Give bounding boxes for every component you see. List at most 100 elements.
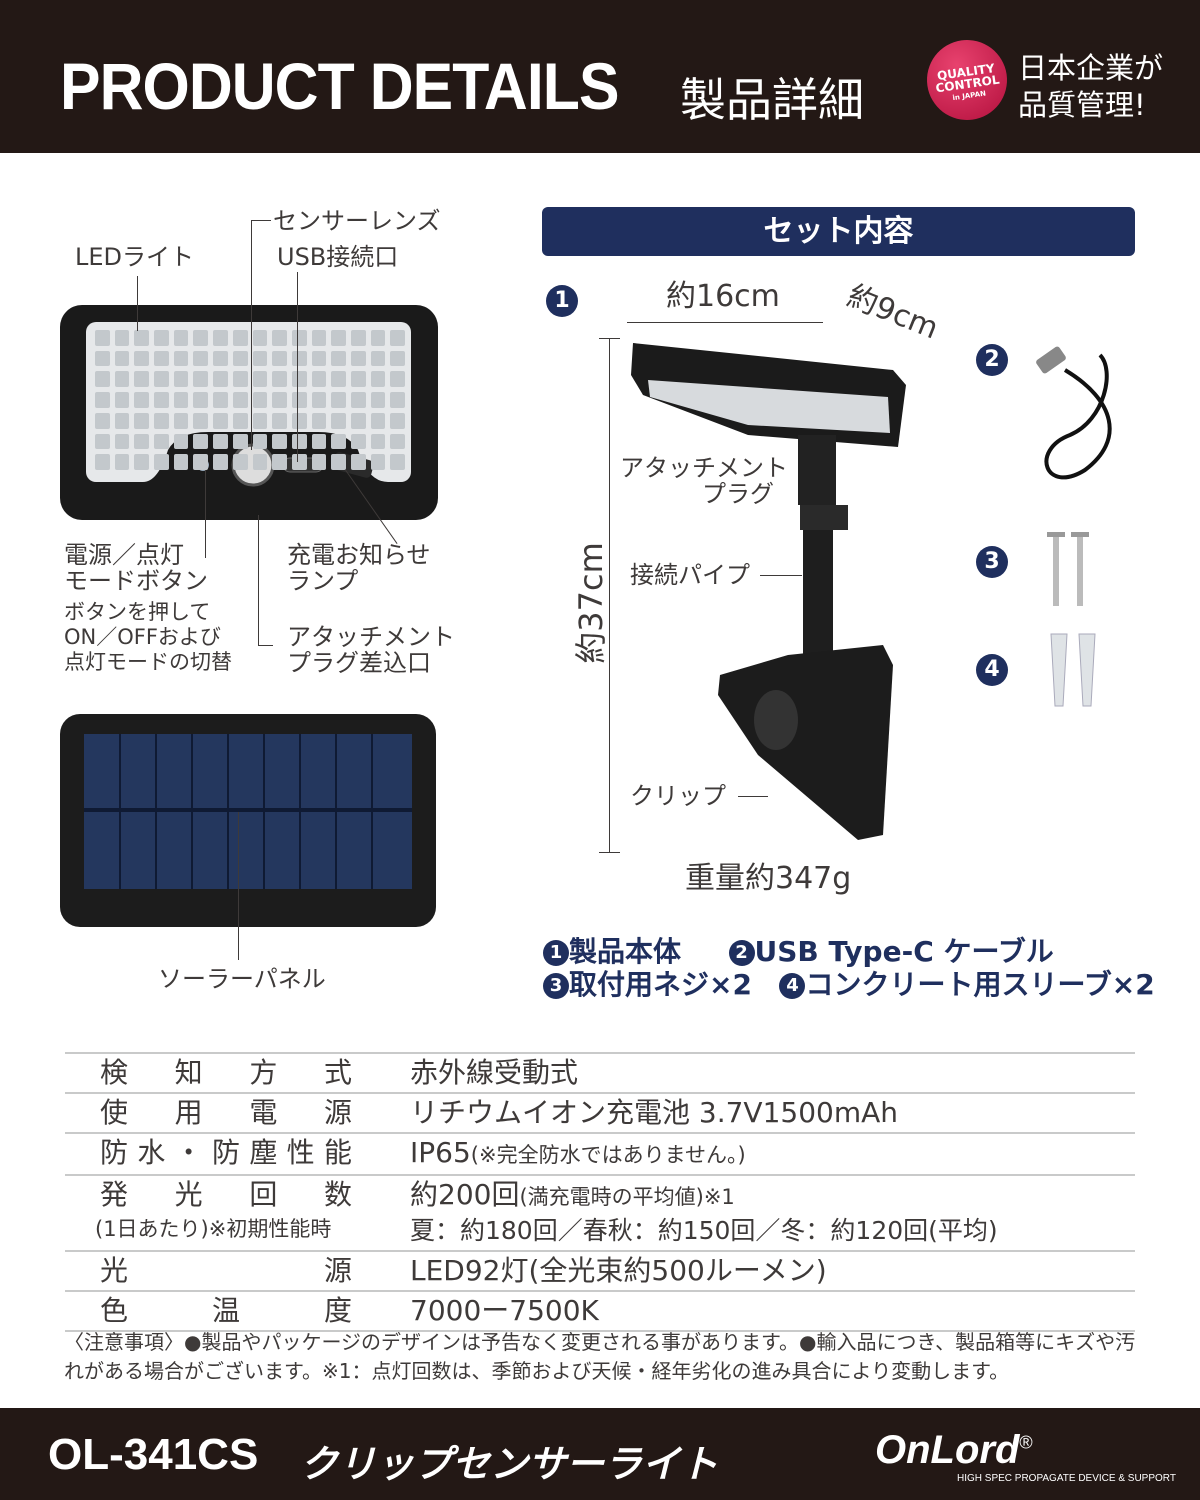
spec-key-char: 度 — [323, 1294, 352, 1327]
leader-line — [137, 276, 138, 331]
leader-line — [205, 470, 206, 558]
led-dot — [193, 433, 209, 450]
led-dot — [350, 412, 366, 429]
spec-key-char: 性 — [286, 1136, 315, 1169]
label-line: 電源／点灯 — [64, 541, 184, 569]
spec-key-char: 源 — [323, 1254, 352, 1287]
spec-key-text: 光源 — [100, 1254, 352, 1288]
number-badge-2: 2 — [976, 344, 1008, 376]
brand-tagline: HIGH SPEC PROPAGATE DEVICE & SUPPORT — [957, 1473, 1176, 1484]
led-dot — [331, 433, 346, 450]
dimension-line — [627, 322, 823, 323]
brand-logo: OnLord® — [875, 1428, 1033, 1473]
led-dot — [232, 392, 248, 408]
led-dot — [213, 392, 228, 408]
spec-key-char: 源 — [323, 1096, 352, 1129]
led-dot — [311, 350, 327, 367]
led-dot — [390, 454, 405, 470]
spec-row: 光源 LED92灯(全光束約500ルーメン) — [65, 1251, 1135, 1292]
led-dot — [252, 454, 268, 470]
led-dot — [331, 371, 346, 388]
led-dot — [232, 350, 248, 367]
led-dot — [350, 454, 366, 470]
led-dot — [114, 412, 130, 429]
label-attachment-port: アタッチメントプラグ差込口 — [287, 624, 455, 676]
led-dot — [370, 433, 386, 450]
led-dot — [232, 412, 248, 429]
notes: 〈注意事項〉●製品やパッケージのデザインは予告なく変更される事があります。●輸入… — [64, 1330, 1136, 1383]
spec-value-text: 7000ー7500K — [410, 1294, 599, 1327]
led-dot — [173, 433, 189, 450]
leader-line — [258, 645, 273, 646]
label-line: 点灯モードの切替 — [64, 650, 232, 674]
label-solar-panel: ソーラーパネル — [158, 965, 326, 993]
spec-key-char: 用 — [174, 1096, 203, 1129]
led-dot — [213, 371, 228, 388]
page-title-jp: 製品詳細 — [680, 73, 864, 127]
spec-key-char: 光 — [174, 1178, 203, 1211]
legend-number: 2 — [728, 940, 755, 966]
spec-key: 光源 — [65, 1251, 410, 1292]
led-dot — [291, 330, 307, 346]
led-dot — [95, 371, 110, 388]
footer-bar — [0, 1408, 1200, 1500]
led-dot — [390, 433, 405, 450]
dimension-tick — [599, 852, 620, 853]
number-badge-4: 4 — [976, 654, 1008, 686]
led-dot — [370, 371, 386, 388]
led-dot — [311, 433, 327, 450]
spec-key-char: 式 — [323, 1056, 352, 1089]
spec-key-char: 回 — [249, 1178, 278, 1211]
dimension-line — [609, 338, 610, 853]
label-sensor: センサーレンズ — [273, 207, 441, 235]
legend-number: 1 — [543, 940, 569, 966]
led-dot — [95, 433, 110, 450]
led-dot — [95, 454, 110, 470]
led-dot — [252, 330, 268, 346]
spec-value-note: (※完全防水ではありません。) — [470, 1143, 746, 1167]
spec-value: 赤外線受動式 — [410, 1052, 1135, 1094]
legend-label: 製品本体 — [569, 935, 682, 968]
led-dot — [232, 371, 248, 388]
dimension-depth: 約9cm — [842, 278, 944, 347]
leader-line — [238, 812, 239, 960]
led-dot — [370, 330, 386, 346]
led-dot — [291, 433, 307, 450]
label-line: プラグ — [702, 480, 774, 508]
label-led: LEDライト — [75, 243, 195, 271]
led-dot — [390, 392, 405, 408]
label-power: 電源／点灯モードボタン — [64, 542, 208, 594]
label-charge-lamp: 充電お知らせランプ — [287, 542, 431, 594]
led-dot — [95, 392, 110, 408]
led-dot — [311, 330, 327, 346]
led-dot — [331, 330, 346, 346]
model-number: OL-341CS — [48, 1430, 259, 1479]
spec-key-text: 使用電源 — [100, 1096, 352, 1130]
led-dot — [291, 371, 307, 388]
led-dot — [370, 412, 386, 429]
led-dot — [252, 433, 268, 450]
led-dot — [213, 330, 228, 346]
led-dot — [350, 433, 366, 450]
led-dot — [331, 392, 346, 408]
spec-key-text: 検知方式 — [100, 1056, 352, 1090]
spec-key-char: 電 — [249, 1096, 278, 1129]
spec-key-char: 数 — [323, 1178, 352, 1211]
spec-value: 7000ー7500K — [410, 1291, 1135, 1332]
led-dot — [213, 433, 228, 450]
led-dot — [114, 371, 130, 388]
spec-key-char: 水 — [137, 1136, 166, 1169]
led-dot — [370, 350, 386, 367]
spec-key: 防水・防塵性能 — [65, 1133, 410, 1176]
spec-key-char: 色 — [100, 1294, 129, 1327]
spec-key-char: 防 — [211, 1136, 240, 1169]
spec-value-note: (満充電時の平均値)※1 — [519, 1185, 735, 1209]
led-dot — [311, 454, 327, 470]
spec-value-text: LED92灯(全光束約500ルーメン) — [410, 1254, 827, 1287]
leader-line — [251, 220, 252, 450]
label-line: アタッチメント — [620, 454, 788, 482]
